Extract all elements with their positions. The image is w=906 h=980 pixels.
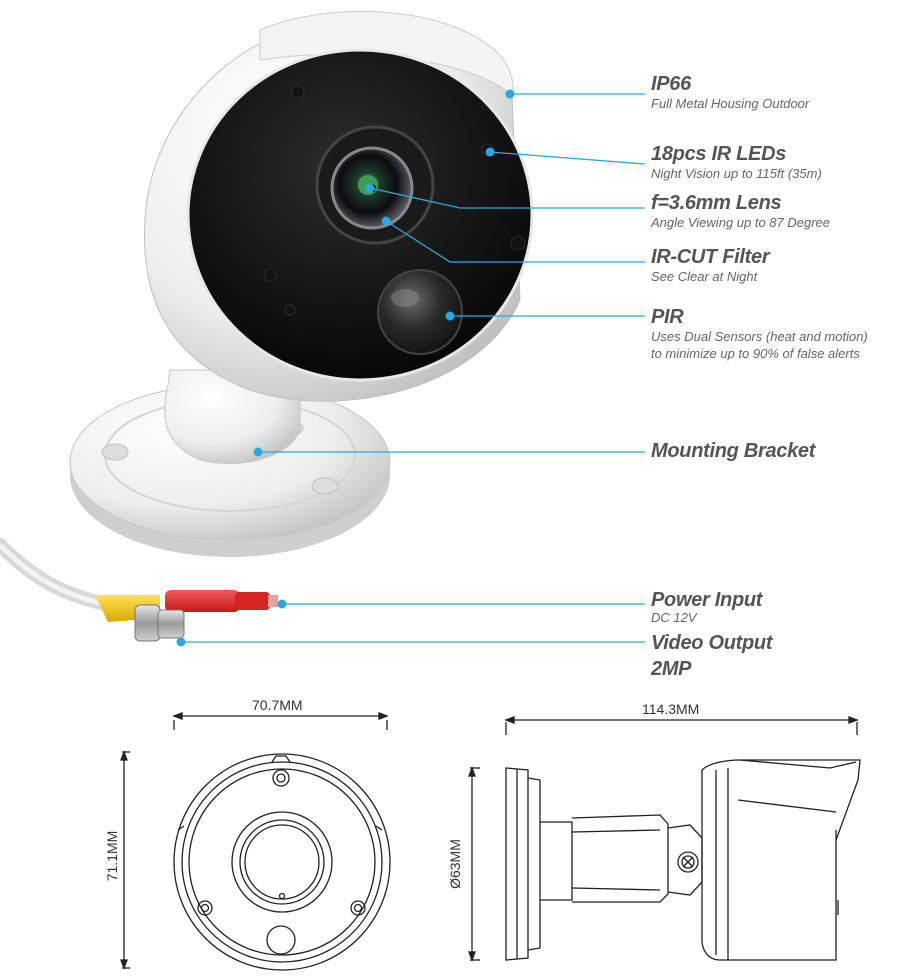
callout-video: Video Output 2MP [651,632,773,680]
cable [0,538,117,612]
callout-ircut: IR-CUT Filter See Clear at Night [651,246,770,285]
ir-led [284,304,296,316]
callout-desc: to minimize up to 90% of false alerts [651,346,860,361]
leader-ircut [385,220,645,263]
callout-title-2: 2MP [651,658,692,680]
callout-power: Power Input DC 12V [651,589,762,624]
front-view-drawing [120,712,391,971]
callout-desc: Night Vision up to 115ft (35m) [651,166,822,181]
callout-desc: Uses Dual Sensors (heat and motion) [651,329,868,344]
callout-desc: Angle Viewing up to 87 Degree [651,215,830,230]
callout-desc: See Clear at Night [651,269,758,284]
callout-title: PIR [651,306,684,328]
callout-bracket: Mounting Bracket [651,440,815,462]
camera-illustration [0,10,534,642]
callout-title: f=3.6mm Lens [651,192,782,214]
callout-lens: f=3.6mm Lens Angle Viewing up to 87 Degr… [651,192,830,231]
callout-title: Video Output [651,632,773,654]
ir-led [291,85,305,99]
screw-hole [311,477,339,495]
leader-lens [369,187,645,209]
callout-title: 18pcs IR LEDs [651,143,787,165]
screw-hole [101,443,129,461]
ir-led [510,235,526,251]
callout-desc: DC 12V [651,610,697,625]
ir-led [263,268,277,282]
callout-pir: PIR Uses Dual Sensors (heat and motion) … [651,306,868,362]
front-width-label: 70.7MM [252,697,303,713]
leader-dots [176,89,515,647]
callout-title: IP66 [651,73,691,95]
video-connector [95,595,185,642]
callout-desc: Full Metal Housing Outdoor [651,96,810,111]
callout-ir-leds: 18pcs IR LEDs Night Vision up to 115ft (… [651,143,822,182]
power-connector [165,590,278,612]
callout-title: Mounting Bracket [651,440,816,462]
side-length-label: 114.3MM [642,701,700,717]
side-view-drawing [468,716,861,962]
front-height-label: 71.1MM [104,830,120,882]
callout-title: IR-CUT Filter [651,246,770,268]
base-diameter-label: Ø63MM [447,839,463,889]
callout-title: Power Input [651,589,763,611]
leader-ir-leds [489,151,646,165]
leader-lines [181,93,646,643]
callout-ip66: IP66 Full Metal Housing Outdoor [651,73,809,112]
